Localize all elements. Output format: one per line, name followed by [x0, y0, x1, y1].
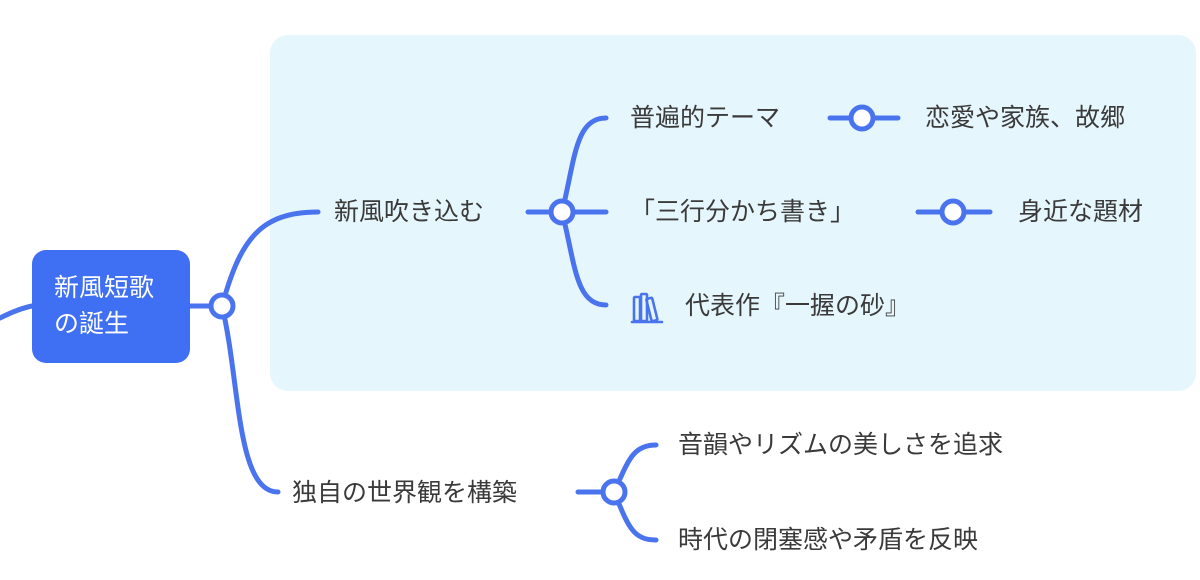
child-3-connector: [559, 209, 609, 308]
branch-2-connector: [219, 303, 281, 495]
root-junction-dot: [208, 292, 236, 320]
book-icon: [630, 292, 664, 324]
branch-2-label[interactable]: 独自の世界観を構築: [292, 478, 518, 507]
root-incoming-connector: [0, 303, 35, 321]
child-1-connector: [559, 115, 609, 215]
root-label-line-2: の誕生: [54, 309, 130, 338]
branch-1-connector: [219, 209, 321, 309]
branch-highlight-area: [270, 35, 1196, 391]
root-label-line-1: 新風短歌: [54, 273, 155, 302]
branch-1-junction-dot: [548, 198, 576, 226]
child-2-detail[interactable]: 身近な題材: [1018, 197, 1144, 226]
child-2-label[interactable]: 「三行分かち書き」: [630, 197, 856, 226]
child-3-label[interactable]: 代表作『一握の砂』: [685, 291, 911, 320]
branch-2-junction-dot: [600, 478, 628, 506]
root-node[interactable]: 新風短歌 の誕生: [32, 250, 190, 363]
branch-1-label[interactable]: 新風吹き込む: [334, 197, 485, 226]
child-5-label[interactable]: 時代の閉塞感や矛盾を反映: [678, 525, 979, 554]
child-1-label[interactable]: 普遍的テーマ: [630, 103, 781, 132]
child-1-detail[interactable]: 恋愛や家族、故郷: [925, 103, 1126, 132]
detail-2-junction-dot: [939, 198, 967, 226]
child-4-label[interactable]: 音韻やリズムの美しさを追求: [678, 430, 1004, 459]
detail-1-junction-dot: [848, 104, 876, 132]
